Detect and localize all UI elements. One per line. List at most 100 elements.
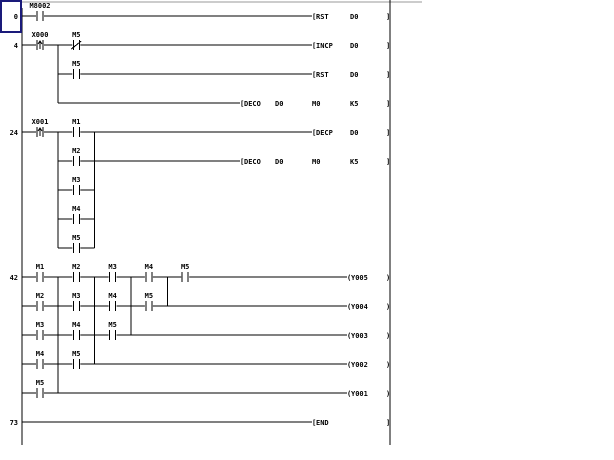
- selection-cursor[interactable]: [0, 0, 22, 33]
- bracket-close: ]: [386, 42, 390, 50]
- coil-close-paren: ): [386, 303, 390, 311]
- contact-label: M3: [72, 176, 80, 184]
- contact-m5[interactable]: M5: [70, 31, 82, 51]
- coil-operand: Y003: [351, 332, 368, 340]
- instruction-operand: M0: [312, 158, 320, 166]
- instruction-name: DECO: [244, 100, 261, 108]
- contact-x000[interactable]: X000: [32, 31, 49, 51]
- contact-label: M5: [72, 60, 80, 68]
- instruction-y001[interactable]: (Y001): [347, 390, 390, 398]
- arrow-head: [37, 40, 43, 45]
- contact-m5[interactable]: M5: [36, 379, 44, 399]
- contact-label: M5: [72, 31, 80, 39]
- contact-m3[interactable]: M3: [72, 176, 81, 196]
- bracket-open: [: [240, 158, 244, 166]
- instruction-name: END: [316, 419, 329, 427]
- bracket-close: ]: [386, 13, 390, 21]
- contact-m4[interactable]: M4: [145, 263, 153, 283]
- instruction-operand: D0: [350, 13, 358, 21]
- instruction-y005[interactable]: (Y005): [347, 274, 390, 282]
- step-number: 4: [14, 42, 18, 50]
- contact-gap: [72, 126, 81, 138]
- instruction-y002[interactable]: (Y002): [347, 361, 390, 369]
- contact-m3[interactable]: M3: [72, 292, 81, 312]
- coil-open-paren: (: [347, 361, 351, 369]
- contact-gap: [72, 300, 81, 312]
- contact-label: M5: [108, 321, 116, 329]
- contact-m5[interactable]: M5: [181, 263, 189, 283]
- contact-m4[interactable]: M4: [36, 350, 44, 370]
- instruction-name: RST: [316, 13, 329, 21]
- contact-label: M1: [36, 263, 44, 271]
- instruction-operand: D0: [350, 71, 358, 79]
- contact-gap: [36, 387, 44, 399]
- contact-label: M4: [108, 292, 116, 300]
- contact-label: M5: [72, 234, 80, 242]
- contact-m5[interactable]: M5: [145, 292, 153, 312]
- normally-closed-slash-icon: [70, 40, 82, 50]
- contact-m2[interactable]: M2: [72, 147, 81, 167]
- bracket-close: ]: [386, 100, 390, 108]
- rung-73[interactable]: 73[END]: [10, 419, 391, 427]
- contact-m1[interactable]: M1: [36, 263, 44, 283]
- contact-m5[interactable]: M5: [108, 321, 117, 341]
- coil-close-paren: ): [386, 274, 390, 282]
- contact-m4[interactable]: M4: [108, 292, 117, 312]
- step-number: 24: [10, 129, 18, 137]
- instruction-y004[interactable]: (Y004): [347, 303, 390, 311]
- instruction-name: DECP: [316, 129, 333, 137]
- contact-m3[interactable]: M3: [108, 263, 117, 283]
- coil-operand: Y005: [351, 274, 368, 282]
- contact-label: M5: [145, 292, 153, 300]
- coil-open-paren: (: [347, 274, 351, 282]
- contact-m4[interactable]: M4: [72, 321, 81, 341]
- contact-label: M5: [72, 350, 80, 358]
- contact-x001[interactable]: X001: [32, 118, 49, 138]
- contact-gap: [72, 213, 81, 225]
- contact-m5[interactable]: M5: [72, 350, 81, 370]
- contact-m2[interactable]: M2: [72, 263, 81, 283]
- arrow-head: [37, 127, 43, 132]
- contact-gap: [36, 300, 44, 312]
- bracket-open: [: [240, 100, 244, 108]
- contact-m1[interactable]: M1: [72, 118, 81, 138]
- coil-operand: Y002: [351, 361, 368, 369]
- contact-gap: [72, 242, 81, 254]
- instruction-end[interactable]: [END]: [312, 419, 390, 427]
- instruction-operand: K5: [350, 100, 358, 108]
- contact-label: M2: [72, 263, 80, 271]
- contact-m5[interactable]: M5: [72, 60, 81, 80]
- instruction-name: INCP: [316, 42, 333, 50]
- contact-m4[interactable]: M4: [72, 205, 81, 225]
- contact-m8002[interactable]: M8002: [29, 2, 51, 22]
- instruction-name: RST: [316, 71, 329, 79]
- contact-m3[interactable]: M3: [36, 321, 44, 341]
- instruction-operand: K5: [350, 158, 358, 166]
- contact-m5[interactable]: M5: [72, 234, 81, 254]
- contact-m2[interactable]: M2: [36, 292, 44, 312]
- contact-gap: [108, 271, 117, 283]
- instruction-y003[interactable]: (Y003): [347, 332, 390, 340]
- bracket-close: ]: [386, 129, 390, 137]
- contact-gap: [36, 10, 44, 22]
- bracket-open: [: [312, 419, 316, 427]
- contact-label: M8002: [29, 2, 50, 10]
- contact-gap: [36, 329, 44, 341]
- contact-gap: [108, 300, 117, 312]
- contact-label: M3: [72, 292, 80, 300]
- step-number: 42: [10, 274, 18, 282]
- bracket-close: ]: [386, 71, 390, 79]
- bracket-open: [: [312, 129, 316, 137]
- contact-gap: [144, 300, 153, 312]
- coil-close-paren: ): [386, 361, 390, 369]
